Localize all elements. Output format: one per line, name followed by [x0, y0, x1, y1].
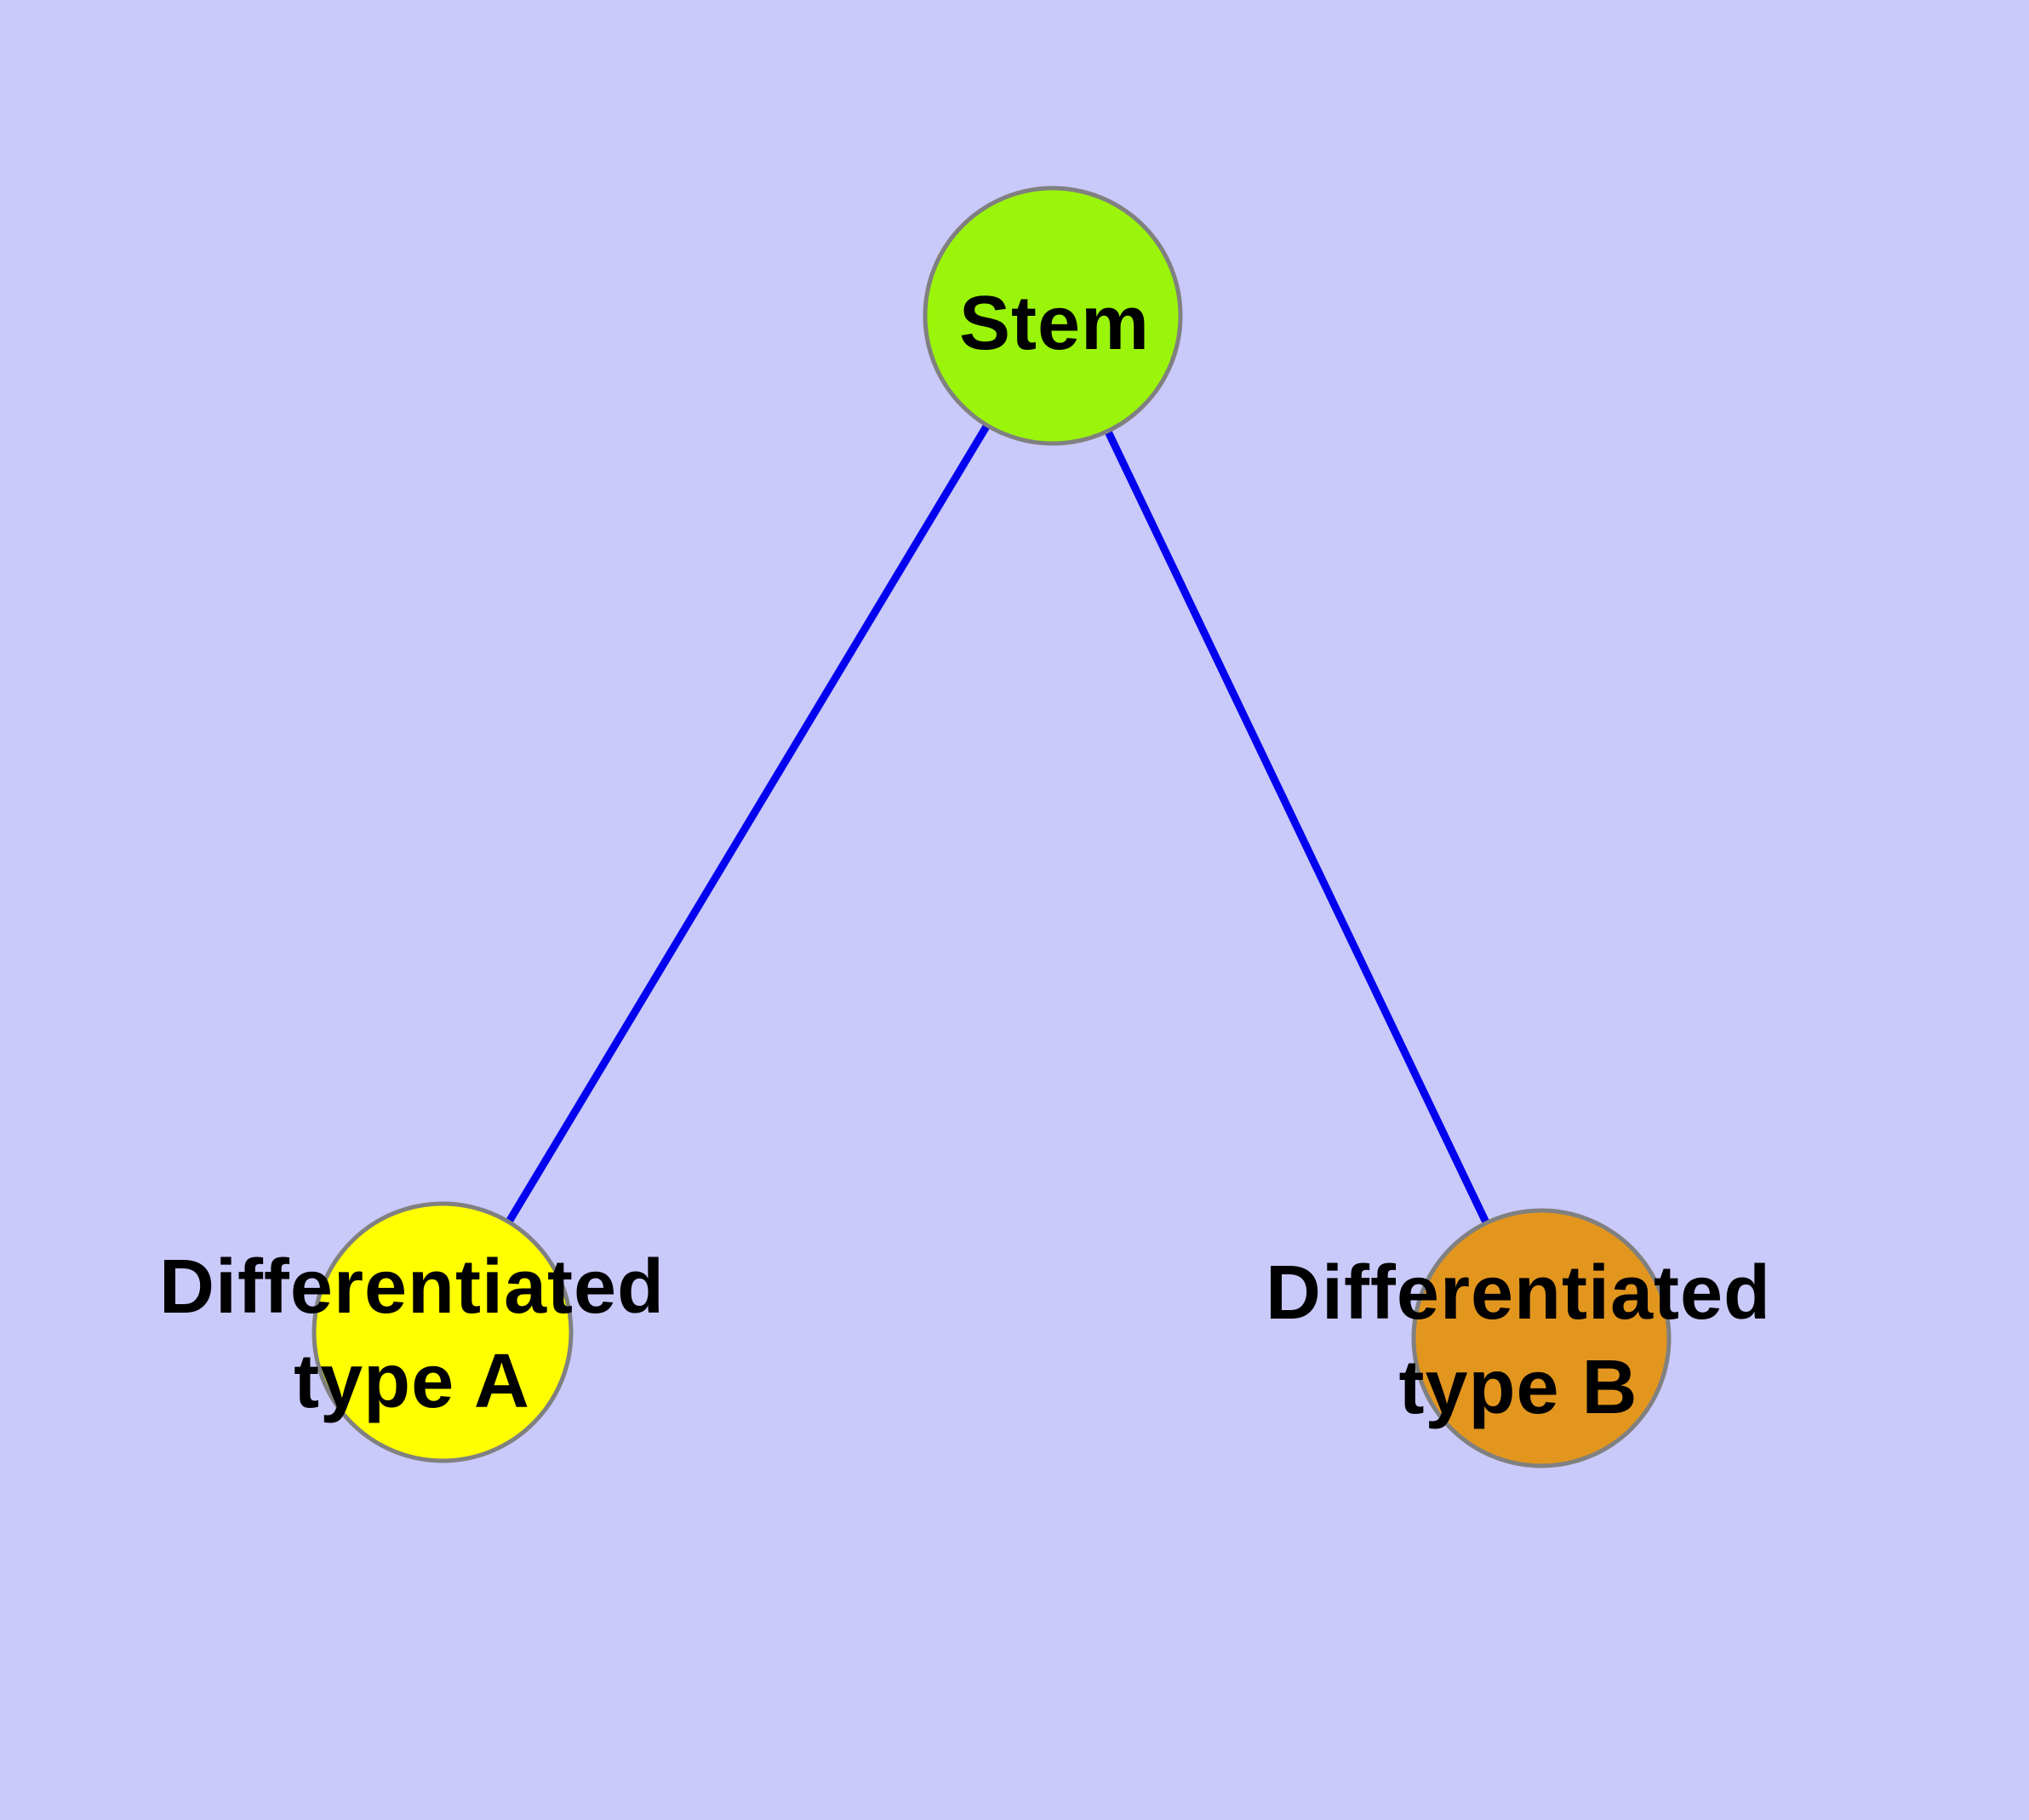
node-label-stem: Stem: [959, 281, 1150, 366]
edge-stem-to-type-a: [439, 313, 1056, 1335]
edge-layer: [439, 313, 1546, 1340]
node-label-type-a-line1: Differentiated: [159, 1245, 665, 1330]
node-label-type-b-line1: Differentiated: [1266, 1251, 1771, 1336]
node-differentiated-type-a: [311, 1201, 574, 1463]
edge-stem-to-type-b: [1049, 314, 1546, 1340]
node-layer: [311, 186, 1672, 1468]
label-layer: Stem Differentiated type A Differentiated…: [159, 281, 1771, 1430]
node-label-type-a-line2: type A: [294, 1339, 530, 1424]
node-label-type-b-line2: type B: [1398, 1345, 1637, 1430]
node-label-differentiated-type-b: Differentiated type B: [1266, 1251, 1771, 1430]
node-stem: [923, 186, 1183, 446]
node-differentiated-type-b: [1411, 1208, 1672, 1468]
node-label-differentiated-type-a: Differentiated type A: [159, 1245, 665, 1424]
